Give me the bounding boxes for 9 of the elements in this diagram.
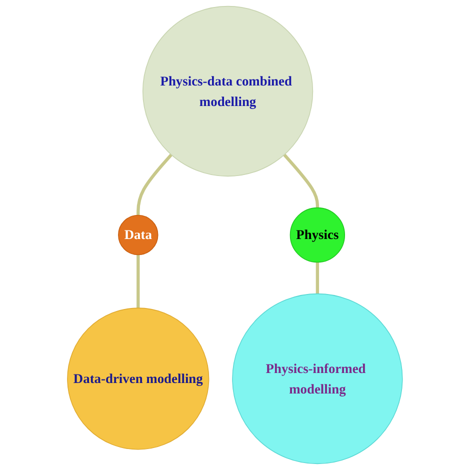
node-circle: Physics bbox=[290, 207, 346, 263]
node-circle: Data bbox=[118, 214, 158, 256]
connector bbox=[283, 154, 320, 208]
node-circle: Physics-informed modelling bbox=[232, 293, 403, 464]
node-circle: Data-driven modelling bbox=[67, 308, 210, 450]
connector bbox=[316, 262, 320, 294]
connector bbox=[136, 154, 173, 216]
node-circle: Physics-data combined modelling bbox=[142, 6, 314, 177]
connector bbox=[136, 254, 140, 308]
